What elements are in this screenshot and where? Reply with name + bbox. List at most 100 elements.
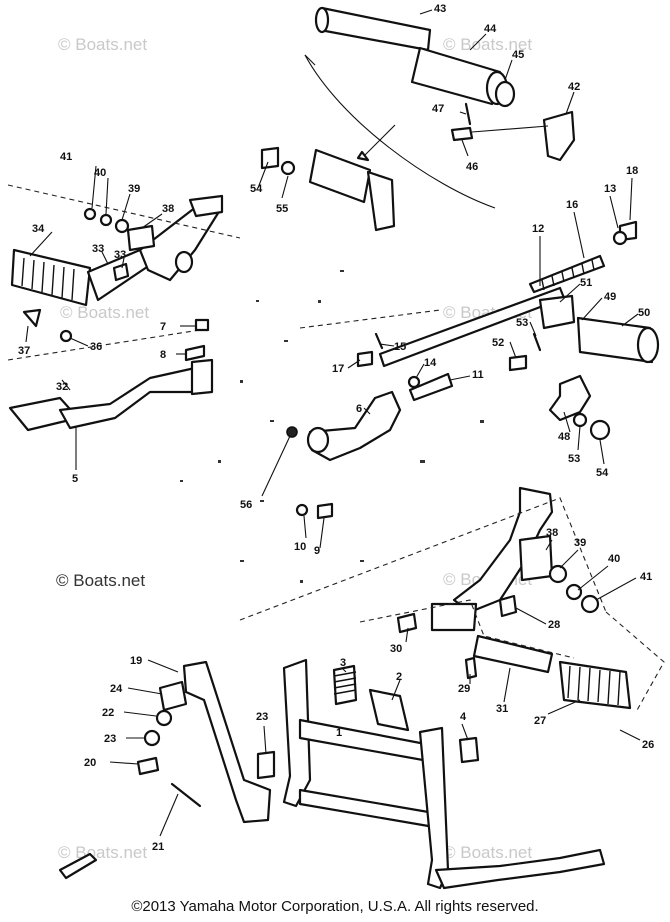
brake-pedal-assembly [8, 318, 214, 432]
stand-crossbar [298, 718, 438, 764]
callout-56: 56 [240, 499, 252, 511]
bolt-part-52 [508, 354, 528, 372]
footrest-rubber-part-27 [558, 660, 632, 710]
washer-part-55 [280, 160, 296, 176]
grip-part-lower [308, 148, 372, 204]
nut-part-41-right [580, 594, 600, 614]
callout-37: 37 [18, 345, 30, 357]
callout-54-lower: 54 [596, 467, 609, 479]
clip-part-36 [59, 329, 73, 343]
nut-part-4 [458, 736, 480, 764]
nut-part-54-lower [589, 419, 611, 441]
side-stand-assembly [58, 660, 276, 880]
shaft-part-2 [368, 688, 410, 732]
watermark-mid-left: © Boats.net [60, 303, 149, 322]
callout-17: 17 [332, 363, 344, 375]
bolt-part-17 [356, 350, 374, 368]
callouts: 43 44 45 42 47 46 41 40 39 38 34 33 33 5… [18, 3, 654, 853]
callout-54-upper: 54 [250, 183, 263, 195]
callout-53-lower: 53 [568, 453, 580, 465]
bar-part-31 [472, 634, 554, 674]
watermark-top-left: © Boats.net [58, 35, 147, 54]
pin-part-14 [407, 375, 421, 389]
washer-part-40-left [99, 213, 113, 227]
callout-15: 15 [394, 341, 406, 353]
callout-41-right: 41 [640, 571, 652, 583]
spring-part-8 [184, 344, 206, 362]
callout-46: 46 [466, 161, 478, 173]
plate-part-24 [158, 680, 188, 712]
callout-11: 11 [472, 369, 484, 381]
callout-5: 5 [72, 473, 78, 485]
nut-part-41-left [83, 207, 97, 221]
callout-32: 32 [56, 381, 68, 393]
callout-9: 9 [314, 545, 320, 557]
callout-51: 51 [580, 277, 592, 289]
callout-38-left: 38 [162, 203, 174, 215]
bracket-part-42 [542, 110, 576, 162]
footrest-rubber-part-34 [10, 248, 92, 307]
washer-part-39-left [114, 218, 130, 234]
washer-part-53-lower [572, 412, 588, 428]
pin-part-15 [374, 332, 384, 350]
pin-part-37 [22, 308, 42, 328]
left-footrest-assembly [7, 146, 296, 361]
stand-leg-right [418, 726, 450, 890]
pin-part-53-upper [532, 332, 542, 352]
spring-end [58, 852, 98, 880]
callout-34: 34 [32, 223, 45, 235]
callout-26: 26 [642, 739, 654, 751]
callout-12: 12 [532, 223, 544, 235]
washer-part-23-left [143, 729, 161, 747]
bushing-part-38-right [518, 534, 554, 582]
callout-10: 10 [294, 541, 306, 553]
callout-52: 52 [492, 337, 504, 349]
callout-24: 24 [110, 683, 123, 695]
copyright-notice: ©2013 Yamaha Motor Corporation, U.S.A. A… [131, 898, 539, 915]
callout-18: 18 [626, 165, 638, 177]
watermarks: © Boats.net © Boats.net © Boats.net © Bo… [56, 35, 532, 862]
callout-28: 28 [548, 619, 560, 631]
washer-part-45 [494, 80, 516, 108]
callout-20: 20 [84, 757, 96, 769]
callout-50: 50 [638, 307, 650, 319]
washer-part-40-right [565, 583, 583, 601]
bolt-part-30 [396, 612, 418, 634]
spring-part-28 [498, 594, 518, 618]
brake-rod-part-12 [378, 286, 566, 368]
bushing-part-38-left [126, 224, 156, 252]
clip-part-56 [286, 426, 298, 438]
callout-13: 13 [604, 183, 616, 195]
callout-40-right: 40 [608, 553, 620, 565]
washer-part-10 [295, 503, 309, 517]
callout-7: 7 [160, 321, 166, 333]
bracket-part-48 [548, 374, 592, 422]
pin-part-29 [464, 656, 478, 680]
callout-38-right: 38 [546, 527, 558, 539]
callout-44: 44 [484, 23, 497, 35]
callout-36: 36 [90, 341, 102, 353]
callout-41-left: 41 [60, 151, 72, 163]
center-stand-assembly [282, 658, 606, 890]
grip-tube-part-43 [318, 6, 432, 52]
grip-part-44 [410, 46, 502, 106]
right-footrest-upper [508, 294, 660, 441]
callout-47: 47 [432, 103, 444, 115]
callout-39-right: 39 [574, 537, 586, 549]
callout-14: 14 [424, 357, 437, 369]
bolt-part-46 [450, 126, 474, 142]
watermark-top-right: © Boats.net [443, 35, 532, 54]
callout-40-left: 40 [94, 167, 106, 179]
callout-27: 27 [534, 715, 546, 727]
callout-23-left: 23 [104, 733, 116, 745]
watermark-bottom-right: © Boats.net [443, 843, 532, 862]
washer-part-13 [612, 230, 628, 246]
spring-part-11 [408, 372, 454, 402]
callout-8: 8 [160, 349, 166, 361]
callout-23-right: 23 [256, 711, 268, 723]
bolt-part-20 [136, 756, 160, 776]
brake-rod-assembly [286, 220, 638, 520]
background-specks [180, 270, 484, 583]
washer-part-39-right [548, 564, 568, 584]
